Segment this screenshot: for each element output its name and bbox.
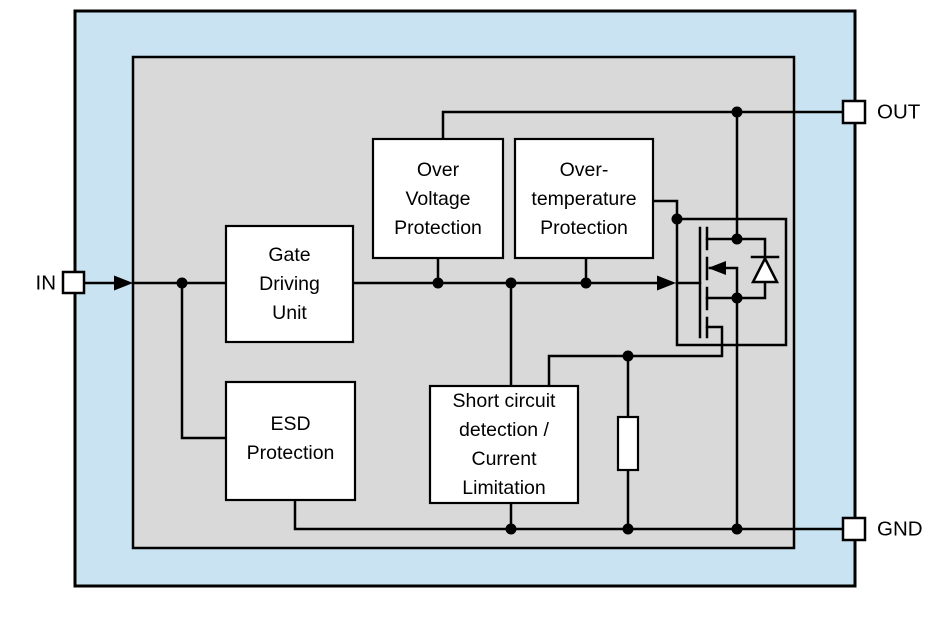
gate-arrowhead-icon bbox=[657, 275, 676, 291]
pin-in-label: IN bbox=[36, 272, 57, 295]
junction-dot bbox=[505, 523, 517, 535]
junction-dot bbox=[731, 292, 743, 304]
block-label-line: Current bbox=[471, 448, 537, 470]
pin-in-square bbox=[61, 270, 86, 295]
junction-dots bbox=[176, 106, 743, 535]
block-short-circuit-detection: Short circuit detection / Current Limita… bbox=[428, 384, 580, 505]
block-label-line: Protection bbox=[247, 442, 335, 464]
block-label-line: Driving bbox=[259, 273, 320, 295]
diode-triangle bbox=[750, 255, 780, 284]
block-over-temperature-protection-box bbox=[513, 137, 655, 260]
block-label-line: Gate bbox=[268, 244, 310, 266]
wire-sense bbox=[547, 325, 724, 388]
junction-dot bbox=[671, 213, 683, 225]
wire-esd-feed bbox=[180, 281, 228, 440]
block-short-circuit-detection-box bbox=[428, 384, 580, 505]
block-label-line: Short circuit bbox=[453, 390, 557, 412]
mosfet-box bbox=[675, 217, 788, 347]
block-label-line: Over bbox=[417, 159, 460, 181]
block-label-line: Protection bbox=[540, 217, 628, 239]
body-diode-icon bbox=[750, 255, 780, 284]
block-gate-driving-unit: Gate Driving Unit bbox=[224, 224, 355, 344]
block-label-line: Over- bbox=[560, 159, 609, 181]
block-esd-protection: ESD Protection bbox=[224, 380, 357, 502]
wire-gnd-bus bbox=[293, 498, 845, 531]
junction-dot bbox=[622, 523, 634, 535]
block-over-voltage-protection: Over Voltage Protection bbox=[371, 137, 505, 260]
block-label-line: Voltage bbox=[405, 188, 470, 210]
pin-gnd-label: GND bbox=[877, 518, 923, 541]
junction-dot bbox=[580, 277, 592, 289]
pins: IN OUT GND bbox=[36, 99, 923, 542]
junction-dot bbox=[731, 233, 743, 245]
sense-resistor-icon bbox=[616, 415, 640, 472]
junction-dot bbox=[622, 350, 634, 362]
pin-out-label: OUT bbox=[877, 101, 921, 124]
wire-out-bus bbox=[441, 110, 845, 141]
block-label-line: Unit bbox=[272, 302, 307, 324]
junction-dot bbox=[731, 523, 743, 535]
block-label-line: Limitation bbox=[462, 477, 545, 499]
block-label-line: Protection bbox=[394, 217, 482, 239]
block-label-line: ESD bbox=[270, 413, 310, 435]
block-gate-driving-unit-box bbox=[224, 224, 355, 344]
block-esd-protection-box bbox=[224, 380, 357, 502]
block-label-line: detection / bbox=[459, 419, 550, 441]
function-blocks: Gate Driving Unit Over Voltage Protectio… bbox=[224, 137, 655, 505]
block-over-voltage-protection-box bbox=[371, 137, 505, 260]
junction-dot bbox=[731, 106, 743, 118]
junction-dot bbox=[505, 277, 517, 289]
mosfet-body-arrow-icon bbox=[708, 261, 726, 275]
pin-gnd-square bbox=[841, 516, 867, 542]
block-over-temperature-protection: Over- temperature Protection bbox=[513, 137, 655, 260]
in-arrowhead-icon bbox=[114, 275, 133, 291]
junction-dot bbox=[176, 277, 188, 289]
pin-out-square bbox=[841, 99, 867, 125]
junction-dot bbox=[432, 277, 444, 289]
wire-otp-to-mosfet bbox=[651, 199, 679, 221]
block-label-line: temperature bbox=[531, 188, 636, 210]
